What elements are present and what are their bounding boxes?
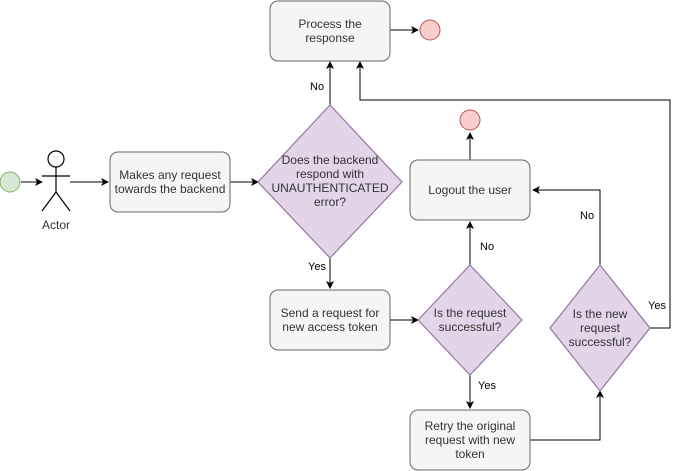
- end-node-process: [419, 19, 441, 41]
- edge-label-success-yes: Yes: [478, 380, 496, 392]
- edge-label-new-yes: Yes: [648, 300, 666, 312]
- process-box-send-refresh: [269, 289, 391, 351]
- start-node: [0, 171, 21, 193]
- decision-request-success-label: Is the request successful?: [433, 306, 507, 334]
- retry-original-label: Retry the original request with new toke…: [424, 419, 516, 461]
- process-box-retry: [409, 409, 531, 471]
- edge-retry-to-decision3: [530, 390, 604, 441]
- edge-label-new-no: No: [580, 210, 595, 222]
- process-box-logout: [409, 159, 531, 221]
- logout-label: Logout the user: [428, 183, 512, 197]
- actor-figure: [41, 150, 71, 212]
- edge-decision3-no-to-logout: [532, 186, 601, 265]
- edge-label-success-no: No: [480, 241, 495, 253]
- decision-unauthenticated-label: Does the backend respond with UNAUTHENTI…: [271, 153, 389, 209]
- process-response-label: Process the response: [298, 17, 362, 45]
- decision-diamond-request-success: [417, 264, 523, 376]
- end-node-logout: [459, 109, 481, 131]
- decision-diamond-unauthenticated: [257, 104, 403, 259]
- edge-label-unauth-yes: Yes: [308, 261, 326, 273]
- make-request-label: Makes any request towards the backend: [114, 168, 226, 196]
- process-box-process-response: [269, 0, 391, 62]
- edge-decision3-yes-to-process: [356, 61, 671, 329]
- decision-new-request-success-label: Is the new request successful?: [568, 307, 632, 349]
- actor-label: Actor: [41, 218, 70, 232]
- edge-label-unauth-no: No: [310, 81, 325, 93]
- process-box-make-request: [109, 151, 231, 213]
- decision-diamond-new-request-success: [549, 264, 651, 392]
- send-refresh-label: Send a request for new access token: [280, 306, 380, 334]
